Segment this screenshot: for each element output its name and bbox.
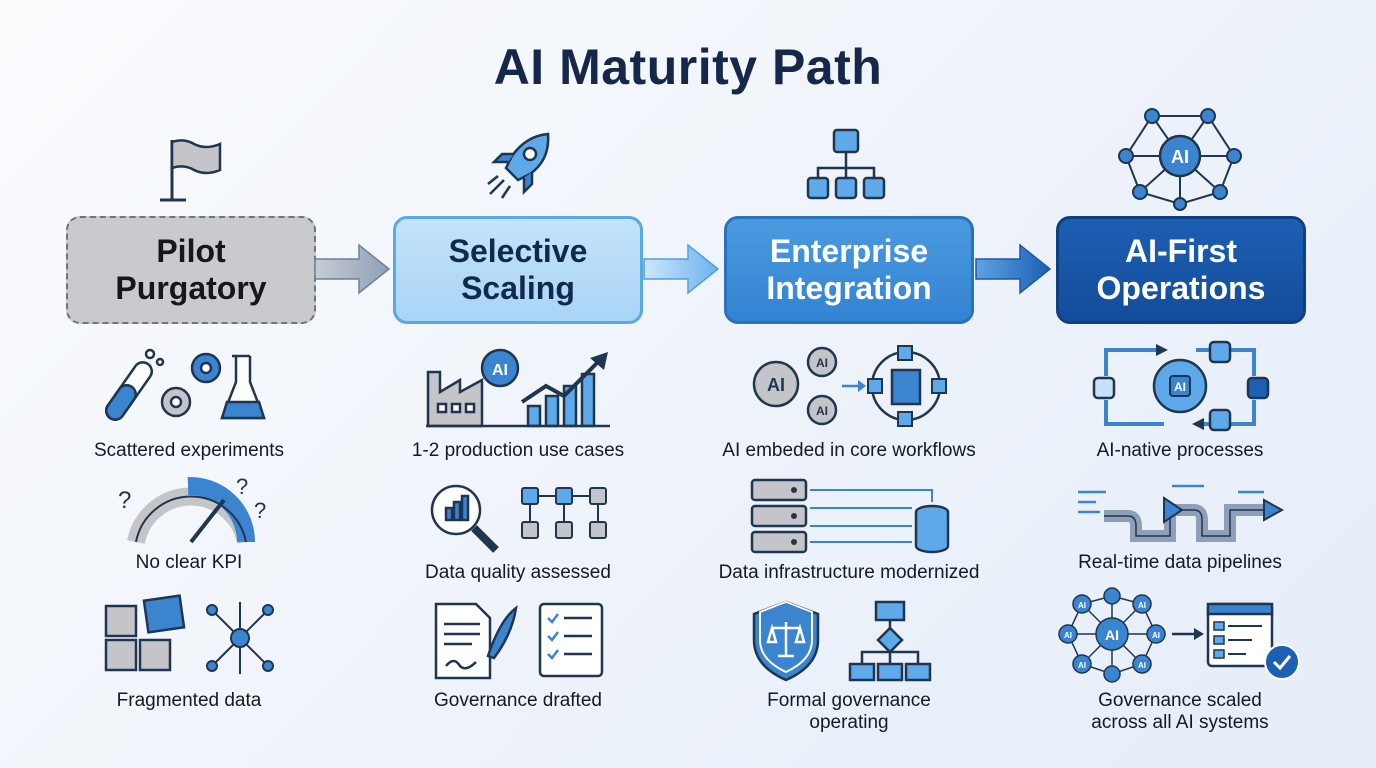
page-title: AI Maturity Path <box>493 39 883 95</box>
svg-text:AI: AI <box>1064 631 1072 640</box>
stage-pilot-purgatory: Pilot Purgatory <box>66 216 316 324</box>
governance-draft-icon <box>434 602 604 680</box>
svg-text:AI: AI <box>1078 601 1086 610</box>
caption-fragmented-data: Fragmented data <box>116 690 262 711</box>
svg-text:AI: AI <box>492 362 508 379</box>
ai-systems-governance-icon: AI AI AI AI AI AI AI <box>1058 587 1300 683</box>
kpi-gauge-icon: ? ? ? <box>118 474 266 545</box>
arrow-icon <box>314 243 391 295</box>
caption-formal-governance: Formal governance operating <box>767 690 931 733</box>
arrow-icon <box>975 243 1052 295</box>
formal-governance-icon <box>752 600 932 682</box>
svg-text:AI: AI <box>1174 380 1186 394</box>
svg-text:?: ? <box>236 474 248 499</box>
data-infrastructure-icon <box>750 478 950 554</box>
svg-text:AI: AI <box>816 356 828 370</box>
factory-growth-icon: AI <box>426 348 610 428</box>
org-hierarchy-icon <box>806 128 886 200</box>
data-quality-icon <box>430 484 607 553</box>
caption-production-use-cases: 1-2 production use cases <box>411 440 625 461</box>
ai-native-process-icon: AI <box>1092 340 1270 432</box>
arrow-icon <box>643 243 720 295</box>
puzzle-network-icon <box>104 594 274 674</box>
caption-ai-core-workflows: AI embeded in core workflows <box>722 440 976 461</box>
stage-enterprise-integration: Enterprise Integration <box>724 216 974 324</box>
data-pipeline-icon <box>1078 484 1285 542</box>
caption-no-clear-kpi: No clear KPI <box>135 552 243 573</box>
caption-scattered-experiments: Scattered experiments <box>93 440 285 461</box>
lab-experiments-icon <box>104 348 266 421</box>
svg-text:AI: AI <box>1152 631 1160 640</box>
svg-text:?: ? <box>118 487 131 514</box>
svg-text:AI: AI <box>816 404 828 418</box>
caption-data-quality: Data quality assessed <box>425 562 611 583</box>
svg-text:AI: AI <box>1078 661 1086 670</box>
stage-ai-first-operations: AI-First Operations <box>1056 216 1306 324</box>
caption-governance-scaled: Governance scaled across all AI systems <box>1091 690 1269 733</box>
caption-data-infrastructure: Data infrastructure modernized <box>718 562 980 583</box>
svg-text:AI: AI <box>1171 147 1189 167</box>
ai-workflow-icon: AI AI AI <box>752 345 947 427</box>
caption-real-time-pipelines: Real-time data pipelines <box>1078 552 1282 573</box>
svg-text:?: ? <box>254 498 266 523</box>
rocket-icon <box>487 132 550 199</box>
caption-ai-native-processes: AI-native processes <box>1096 440 1264 461</box>
svg-text:AI: AI <box>1105 627 1119 643</box>
caption-governance-drafted: Governance drafted <box>434 690 602 711</box>
stage-selective-scaling: Selective Scaling <box>393 216 643 324</box>
svg-text:AI: AI <box>1138 601 1146 610</box>
flag-icon <box>160 139 222 202</box>
svg-text:AI: AI <box>1138 661 1146 670</box>
svg-text:AI: AI <box>767 375 785 395</box>
ai-network-icon: AI <box>1118 108 1242 211</box>
